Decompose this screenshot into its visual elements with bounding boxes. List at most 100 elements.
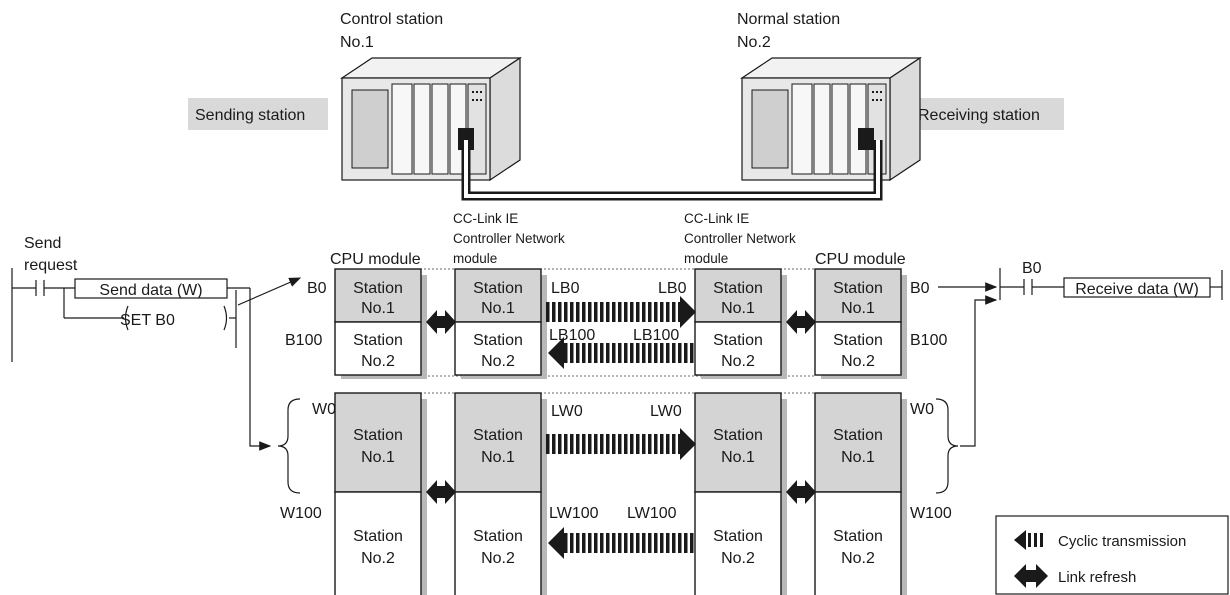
link-refresh-arrow bbox=[786, 480, 816, 504]
ladder-receive-program: B0 Receive data (W) bbox=[938, 260, 1223, 447]
device-lw0-right: LW0 bbox=[650, 403, 682, 420]
svg-text:Send data (W): Send data (W) bbox=[99, 282, 202, 299]
send-to-w-arrow bbox=[249, 288, 272, 451]
area-station-label: Station bbox=[473, 332, 523, 349]
device-w100-left: W100 bbox=[280, 505, 322, 522]
device-lw0-left: LW0 bbox=[551, 403, 583, 420]
area-station-label: Station bbox=[833, 528, 883, 545]
svg-text:Controller Network: Controller Network bbox=[453, 231, 565, 246]
device-w0-right: W0 bbox=[910, 401, 934, 418]
net-word-area-left: Station No.1 Station No.2 bbox=[454, 392, 547, 595]
link-refresh-icon bbox=[1014, 564, 1048, 588]
cpu-bit-area-right: Station No.1 Station No.2 bbox=[814, 268, 907, 379]
legend-cyclic-label: Cyclic transmission bbox=[1058, 533, 1186, 550]
area-station-label: Station bbox=[353, 280, 403, 297]
area-station-number: No.1 bbox=[841, 449, 875, 466]
control-station-label: Control station bbox=[340, 11, 443, 28]
plc-rack-control-station-icon bbox=[340, 56, 522, 182]
cpu-word-area-right: Station No.1 Station No.2 bbox=[814, 392, 907, 595]
area-station-number: No.1 bbox=[841, 300, 875, 317]
cpu-word-area-left: Station No.1 Station No.2 bbox=[334, 392, 427, 595]
cyclic-arrow-lb0 bbox=[546, 296, 696, 328]
cyclic-arrow-lb100 bbox=[548, 337, 694, 369]
area-station-label: Station bbox=[353, 332, 403, 349]
area-station-number: No.2 bbox=[481, 550, 515, 567]
svg-text:module: module bbox=[453, 251, 497, 266]
svg-text:CC-Link IE: CC-Link IE bbox=[684, 211, 749, 226]
set-b0-instruction: SET B0 bbox=[120, 312, 175, 329]
ladder-send-program: Send request Send data (W) SET B0 bbox=[11, 235, 302, 451]
net-bit-area-left: Station No.1 Station No.2 bbox=[454, 268, 547, 379]
link-refresh-arrow bbox=[426, 310, 456, 334]
svg-text:CC-Link IE: CC-Link IE bbox=[453, 211, 518, 226]
device-lw100-right: LW100 bbox=[627, 505, 677, 522]
area-station-label: Station bbox=[713, 280, 763, 297]
device-w0-left: W0 bbox=[312, 401, 336, 418]
sending-station-tag: Sending station bbox=[188, 98, 328, 130]
word-range-brace-left bbox=[277, 398, 301, 494]
network-module-label-right: CC-Link IE Controller Network module bbox=[684, 211, 796, 266]
cyclic-arrow-lw0 bbox=[546, 428, 696, 460]
area-station-number: No.1 bbox=[721, 300, 755, 317]
device-lb100-left: LB100 bbox=[549, 327, 595, 344]
area-station-label: Station bbox=[833, 280, 883, 297]
area-station-number: No.1 bbox=[481, 449, 515, 466]
cpu-bit-area-left: Station No.1 Station No.2 bbox=[334, 268, 427, 379]
w-to-receive-arrow bbox=[960, 295, 998, 447]
device-lb100-right: LB100 bbox=[633, 327, 679, 344]
net-bit-area-right: Station No.1 Station No.2 bbox=[694, 268, 787, 379]
link-refresh-arrow bbox=[426, 480, 456, 504]
send-request-label: request bbox=[24, 257, 78, 274]
receiving-station-text: Receiving station bbox=[918, 107, 1040, 124]
area-station-number: No.1 bbox=[361, 300, 395, 317]
area-station-number: No.2 bbox=[841, 353, 875, 370]
normal-station-label: Normal station bbox=[737, 11, 840, 28]
cpu-module-label-left: CPU module bbox=[330, 251, 421, 268]
sending-station-text: Sending station bbox=[195, 107, 305, 124]
area-station-label: Station bbox=[833, 332, 883, 349]
receiving-station-tag: Receiving station bbox=[912, 98, 1064, 130]
set-to-b0-arrow bbox=[237, 277, 302, 306]
area-station-number: No.1 bbox=[361, 449, 395, 466]
network-module-label-left: CC-Link IE Controller Network module bbox=[453, 211, 565, 266]
net-word-area-right: Station No.1 Station No.2 bbox=[694, 392, 787, 595]
device-lb0-left: LB0 bbox=[551, 280, 580, 297]
area-station-label: Station bbox=[473, 280, 523, 297]
network-cable bbox=[461, 140, 883, 201]
area-station-label: Station bbox=[713, 528, 763, 545]
area-station-number: No.2 bbox=[841, 550, 875, 567]
legend-refresh-label: Link refresh bbox=[1058, 569, 1136, 586]
area-station-label: Station bbox=[713, 332, 763, 349]
area-station-number: No.2 bbox=[721, 353, 755, 370]
area-station-label: Station bbox=[473, 427, 523, 444]
area-station-label: Station bbox=[713, 427, 763, 444]
cyclic-transmission-icon bbox=[1014, 530, 1043, 550]
device-b0-left: B0 bbox=[307, 280, 327, 297]
receive-contact-label: B0 bbox=[1022, 260, 1042, 277]
device-lw100-left: LW100 bbox=[549, 505, 599, 522]
normal-station-number: No.2 bbox=[737, 34, 771, 51]
cpu-module-label-right: CPU module bbox=[815, 251, 906, 268]
link-refresh-arrow bbox=[786, 310, 816, 334]
area-station-number: No.2 bbox=[361, 550, 395, 567]
area-station-number: No.1 bbox=[721, 449, 755, 466]
legend: Cyclic transmission Link refresh bbox=[995, 515, 1229, 595]
area-station-number: No.1 bbox=[481, 300, 515, 317]
device-b100-right: B100 bbox=[910, 332, 947, 349]
cyclic-arrow-lw100 bbox=[548, 527, 694, 559]
plc-rack-normal-station-icon bbox=[740, 56, 922, 182]
area-station-number: No.2 bbox=[361, 353, 395, 370]
area-station-number: No.2 bbox=[481, 353, 515, 370]
device-b100-left: B100 bbox=[285, 332, 322, 349]
area-station-label: Station bbox=[833, 427, 883, 444]
area-station-label: Station bbox=[353, 528, 403, 545]
svg-text:Receive data (W): Receive data (W) bbox=[1075, 281, 1199, 298]
word-range-brace-right bbox=[935, 398, 959, 494]
area-station-number: No.2 bbox=[721, 550, 755, 567]
send-request-label: Send bbox=[24, 235, 61, 252]
area-station-label: Station bbox=[353, 427, 403, 444]
svg-text:module: module bbox=[684, 251, 728, 266]
svg-text:Controller Network: Controller Network bbox=[684, 231, 796, 246]
control-station-number: No.1 bbox=[340, 34, 374, 51]
